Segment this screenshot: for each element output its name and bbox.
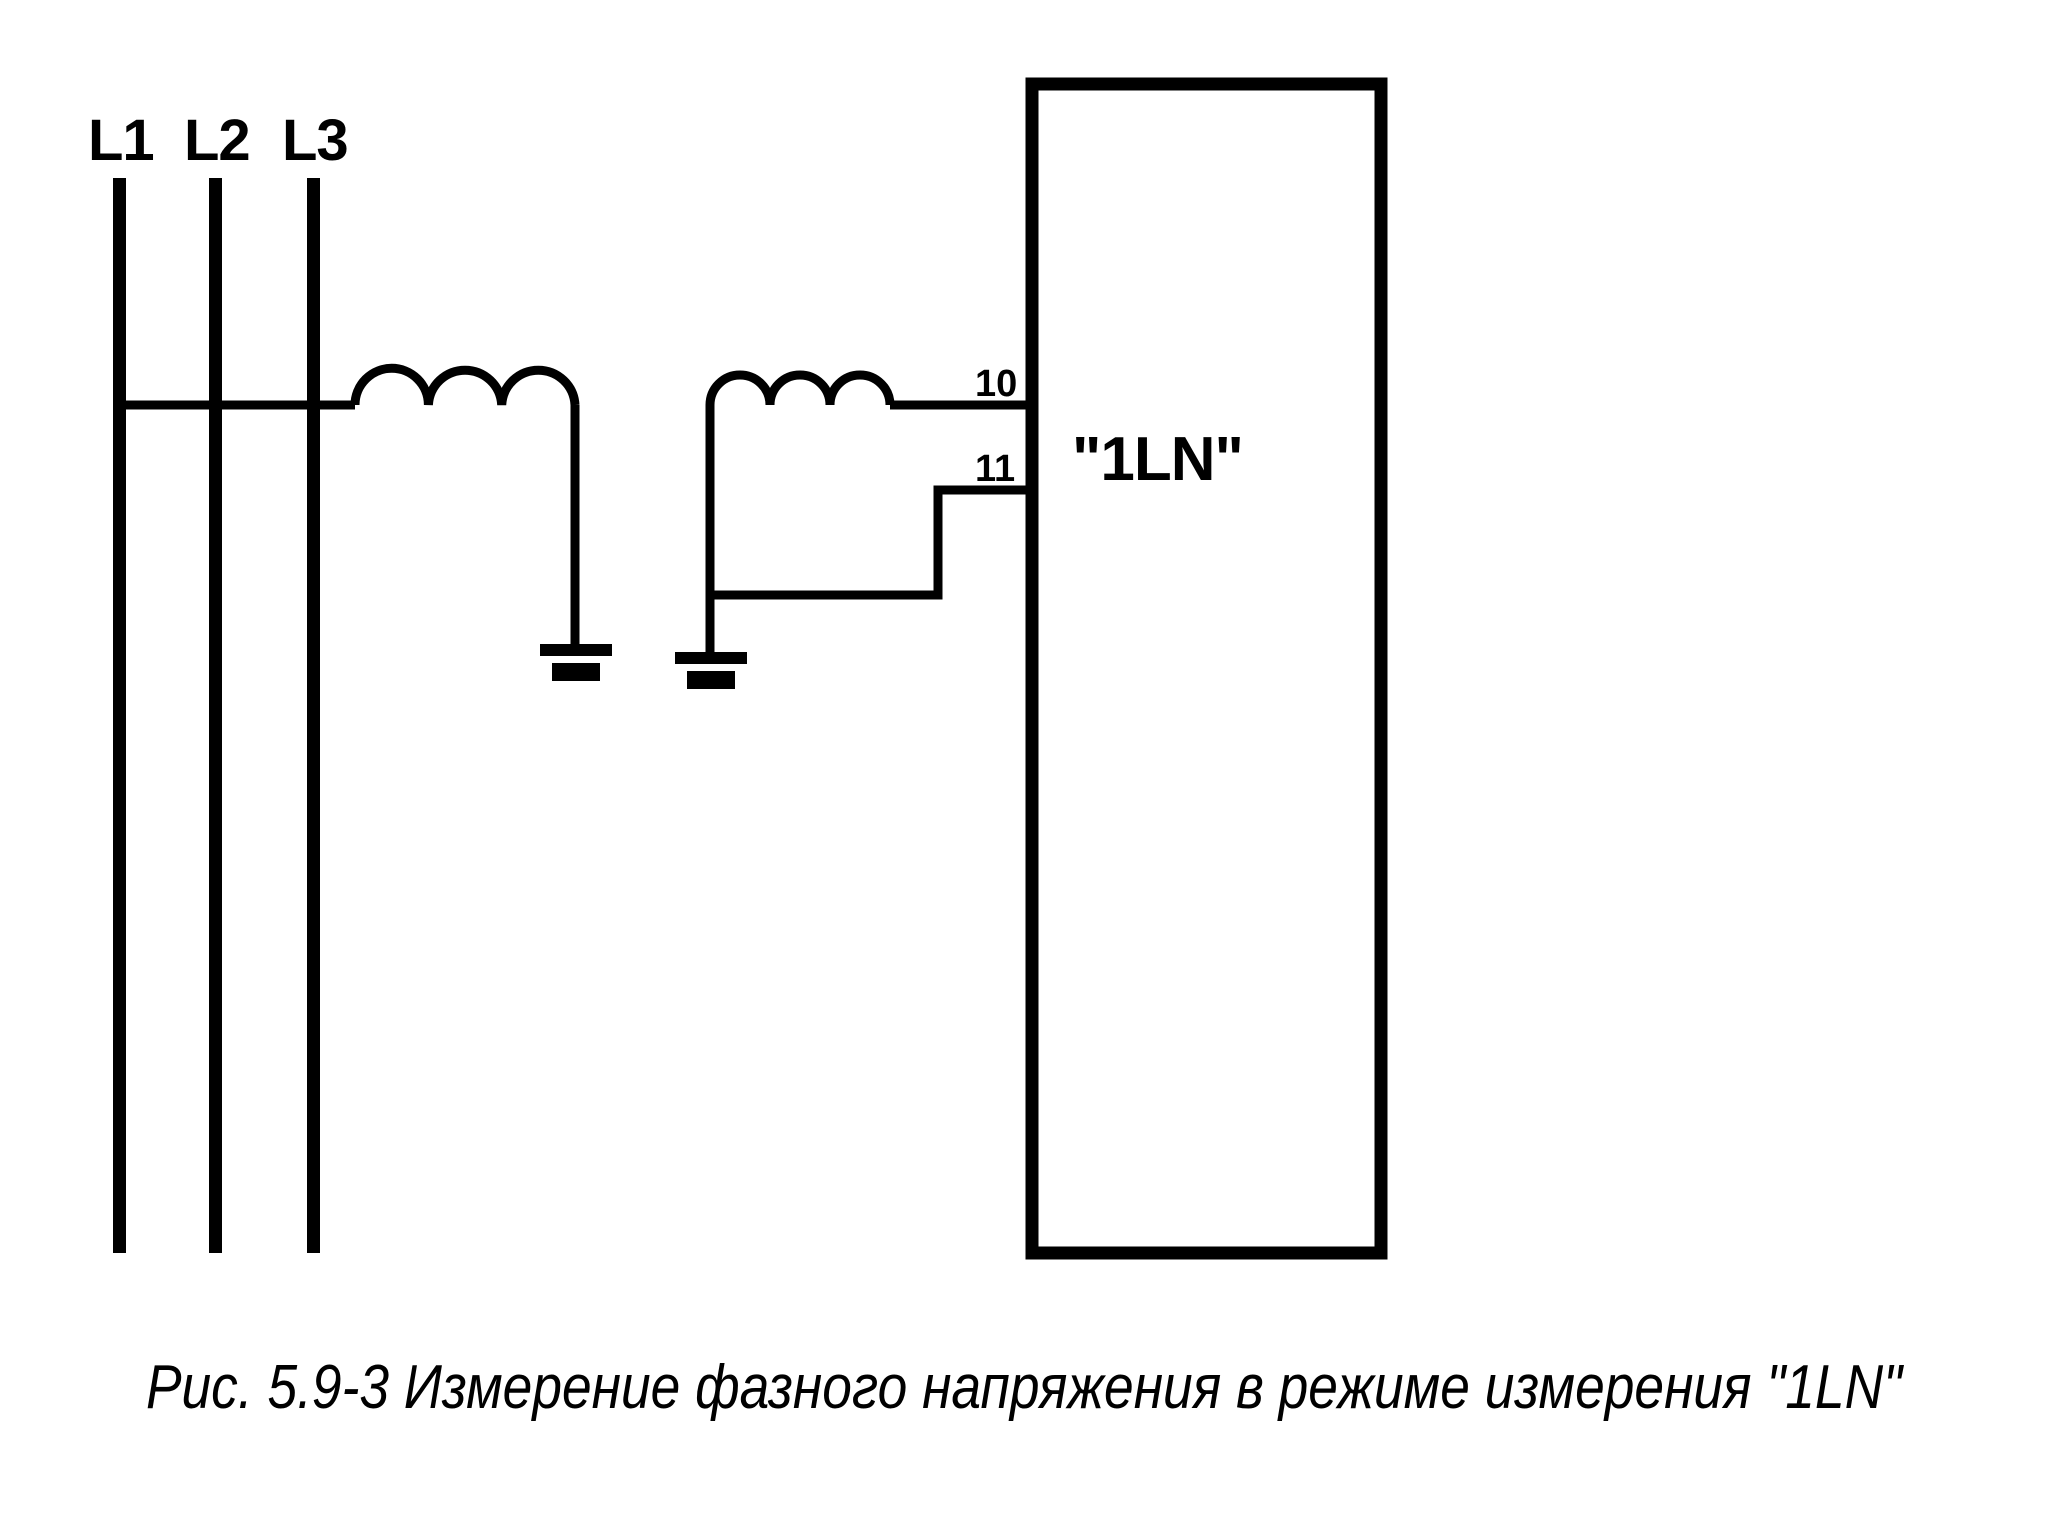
circuit-schematic: L1 L2 L3 10 11 "1LN"	[88, 77, 1388, 1260]
terminal-label-10: 10	[975, 363, 1017, 405]
wire-terminal-11	[710, 485, 1030, 600]
secondary-coil	[705, 370, 895, 406]
busbar-l3	[307, 178, 320, 1253]
measuring-device-block[interactable]	[1025, 77, 1388, 1260]
ground-secondary-icon	[675, 652, 747, 689]
phase-label-l1: L1	[88, 108, 154, 173]
busbar-l2	[209, 178, 222, 1253]
terminal-label-11: 11	[975, 448, 1015, 490]
busbar-group	[113, 178, 320, 1253]
phase-label-l3: L3	[282, 108, 348, 173]
figure-caption: Рис. 5.9-3 Измерение фазного напряжения …	[145, 1353, 1903, 1422]
ground-primary-icon	[540, 644, 612, 681]
busbar-l1	[113, 178, 126, 1253]
primary-coil	[350, 363, 580, 406]
device-label: "1LN"	[1072, 425, 1243, 494]
phase-label-l2: L2	[184, 108, 250, 173]
